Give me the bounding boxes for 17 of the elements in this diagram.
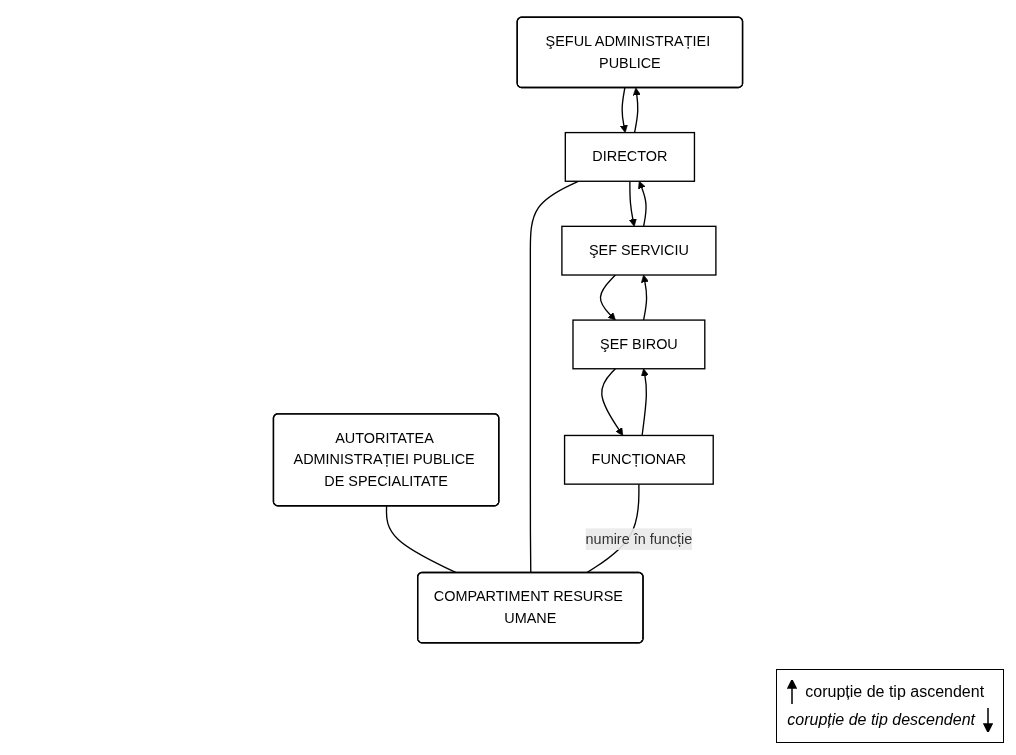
connector: [385, 505, 458, 574]
arrow: [619, 87, 628, 133]
arrow: [601, 368, 624, 436]
node-box: DIRECTOR: [564, 131, 696, 182]
edge-label: numire în funcție: [585, 531, 693, 547]
node-box: FUNCȚIONAR: [563, 434, 714, 485]
arrow: [641, 274, 649, 321]
arrow: [599, 274, 617, 321]
node-box: ŞEF SERVICIU: [561, 225, 717, 276]
legend-text: corupție de tip descendent: [787, 711, 975, 729]
arrow: [638, 180, 647, 227]
connector: [529, 180, 579, 574]
arrow: [641, 368, 649, 437]
arrow: [628, 180, 637, 227]
legend-text: corupție de tip ascendent: [805, 683, 985, 701]
arrow: [632, 87, 641, 134]
node-box: ŞEF BIROU: [572, 319, 706, 370]
